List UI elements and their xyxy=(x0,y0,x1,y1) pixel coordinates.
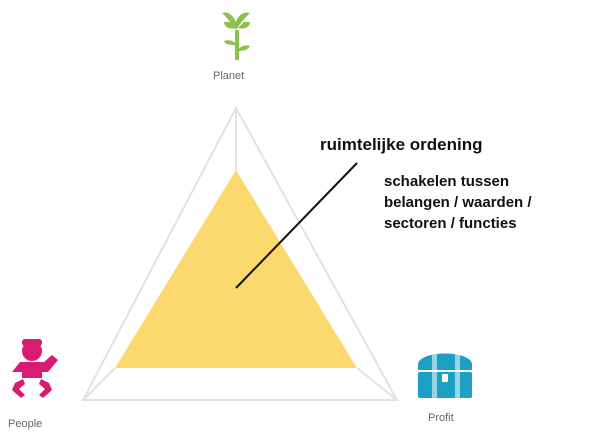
filled-triangle xyxy=(115,170,357,368)
vertex-label-people: People xyxy=(8,418,43,430)
plant-sprout-icon xyxy=(222,12,250,60)
annotation-body: schakelen tussen belangen / waarden / se… xyxy=(384,171,532,234)
annotation-line: belangen / waarden / xyxy=(384,194,532,211)
inner-line-left xyxy=(82,367,116,401)
treasure-chest-icon xyxy=(418,353,472,398)
inner-line-right xyxy=(356,367,398,401)
annotation-title: ruimtelijke ordening xyxy=(320,135,483,154)
annotation-pointer-line xyxy=(235,162,358,289)
baby-icon xyxy=(12,339,58,398)
vertex-label-planet: Planet xyxy=(213,70,245,82)
outer-triangle xyxy=(81,105,399,401)
vertex-label-profit: Profit xyxy=(428,412,454,424)
annotation-line: schakelen tussen xyxy=(384,173,510,190)
annotation-line: sectoren / functies xyxy=(384,215,517,232)
